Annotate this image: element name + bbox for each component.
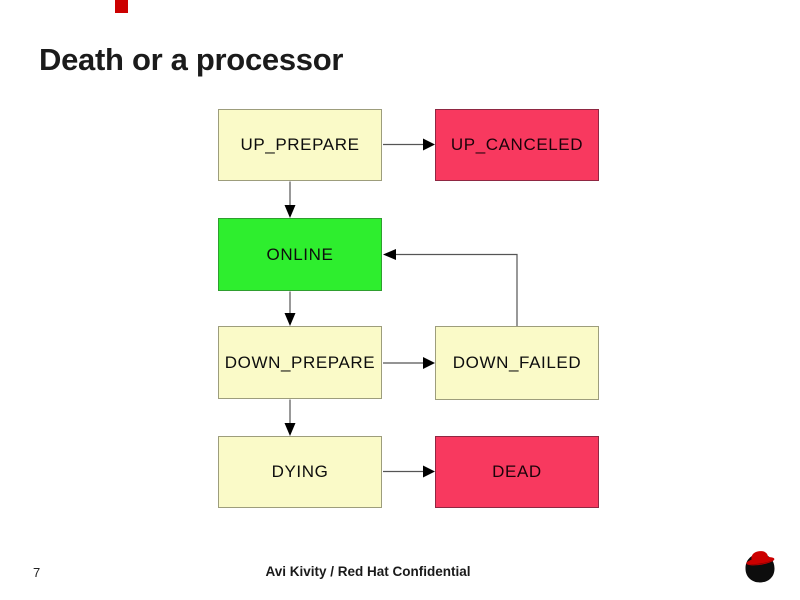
slide-title: Death or a processor: [39, 42, 344, 77]
state-node-down-failed: DOWN_FAILED: [435, 326, 599, 400]
arrowhead-down-icon: [284, 313, 296, 326]
state-label: UP_CANCELED: [450, 135, 584, 154]
state-node-dying: DYING: [218, 436, 382, 508]
state-node-up-canceled: UP_CANCELED: [435, 109, 599, 181]
arrowhead-down-icon: [284, 423, 296, 436]
footer-confidential-text: Avi Kivity / Red Hat Confidential: [265, 564, 471, 579]
state-label: DYING: [271, 462, 329, 481]
arrowhead-right-icon: [423, 357, 435, 369]
state-label: DEAD: [492, 462, 542, 481]
state-node-online: ONLINE: [218, 218, 382, 291]
arrowhead-down-icon: [284, 205, 296, 218]
arrowhead-right-icon: [423, 465, 435, 478]
state-label: ONLINE: [266, 244, 334, 264]
state-label: UP_PREPARE: [240, 135, 360, 154]
state-label: DOWN_PREPARE: [224, 352, 376, 372]
arrowhead-right-icon: [423, 138, 435, 151]
state-node-up-prepare: UP_PREPARE: [218, 109, 382, 181]
state-node-down-prepare: DOWN_PREPARE: [218, 326, 382, 399]
state-label: DOWN_FAILED: [452, 353, 582, 372]
arrowhead-left-icon: [383, 249, 396, 260]
page-number: 7: [33, 565, 41, 580]
red-accent-tab: [115, 0, 128, 13]
arrow-elbow-line: [396, 253, 518, 326]
redhat-shadowman-logo-icon: [745, 551, 775, 584]
state-node-dead: DEAD: [435, 436, 599, 508]
